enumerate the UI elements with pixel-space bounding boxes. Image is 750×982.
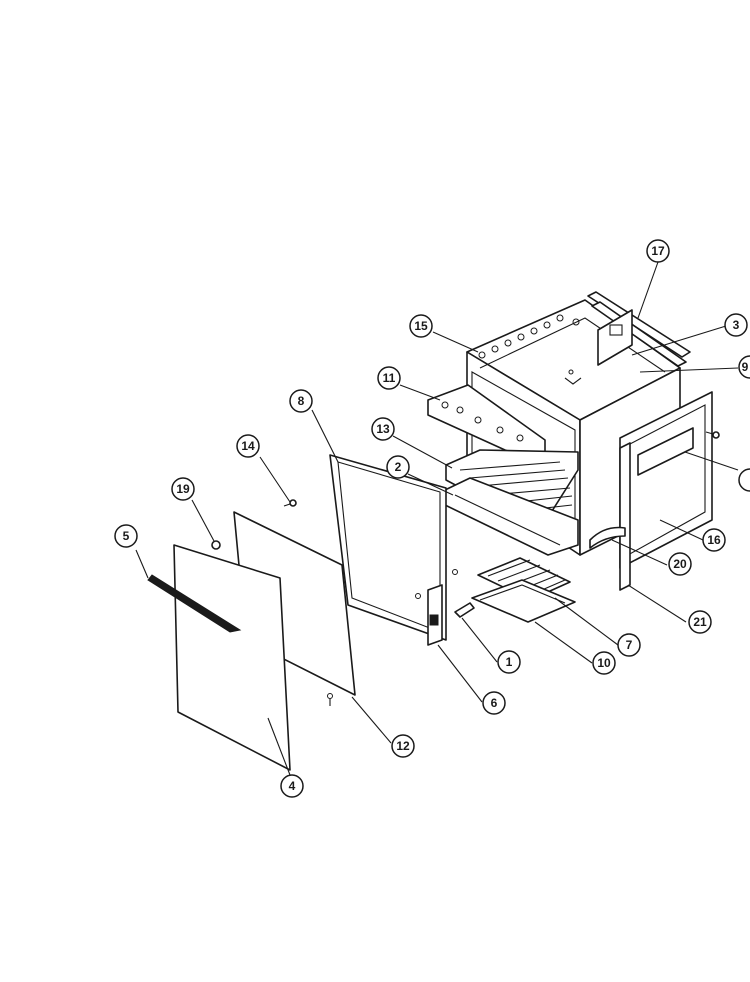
nut-19 <box>211 540 221 550</box>
callout-16: 16 <box>702 528 726 552</box>
svg-text:12: 12 <box>396 739 410 753</box>
screw-side-panel <box>705 431 720 439</box>
svg-text:16: 16 <box>707 533 721 547</box>
vent-bracket <box>597 309 633 366</box>
door-hinge <box>427 584 443 646</box>
callout-21: 21 <box>688 610 712 634</box>
callout-3: 3 <box>724 313 748 337</box>
svg-text:15: 15 <box>414 319 428 333</box>
screw-14 <box>283 499 297 507</box>
svg-text:4: 4 <box>289 779 296 793</box>
svg-text:2: 2 <box>395 460 402 474</box>
callout-9: 9 <box>738 355 750 379</box>
callout-4: 4 <box>280 774 304 798</box>
callout-6: 6 <box>482 691 506 715</box>
trim-strip <box>619 442 631 591</box>
svg-text:5: 5 <box>123 529 130 543</box>
svg-text:3: 3 <box>733 318 740 332</box>
callout-20: 20 <box>668 552 692 576</box>
svg-text:14: 14 <box>241 439 255 453</box>
door-handle <box>147 574 242 633</box>
svg-text:11: 11 <box>383 371 396 385</box>
svg-text:8: 8 <box>298 394 305 408</box>
callout-18-partial <box>738 468 750 492</box>
callout-1: 1 <box>497 650 521 674</box>
svg-text:19: 19 <box>176 482 190 496</box>
svg-text:13: 13 <box>376 422 390 436</box>
callout-8: 8 <box>289 389 313 413</box>
door-inner-panel <box>329 454 458 641</box>
callout-15: 15 <box>409 314 433 338</box>
svg-text:9: 9 <box>742 360 749 374</box>
callout-12: 12 <box>391 734 415 758</box>
callout-2: 2 <box>386 455 410 479</box>
callout-5: 5 <box>114 524 138 548</box>
callout-14: 14 <box>236 434 260 458</box>
top-trim-rail <box>587 291 691 367</box>
callout-13: 13 <box>371 417 395 441</box>
hinge-screw <box>454 602 475 618</box>
svg-text:17: 17 <box>651 244 665 258</box>
hinge-receptacle <box>589 526 626 549</box>
svg-text:21: 21 <box>693 615 707 629</box>
svg-text:1: 1 <box>506 655 513 669</box>
svg-text:20: 20 <box>673 557 687 571</box>
callout-19: 19 <box>171 477 195 501</box>
svg-text:7: 7 <box>626 638 633 652</box>
svg-text:6: 6 <box>491 696 498 710</box>
callout-7: 7 <box>617 633 641 657</box>
svg-text:10: 10 <box>597 656 611 670</box>
leader-lines <box>135 261 739 776</box>
callout-10: 10 <box>592 651 616 675</box>
callout-17: 17 <box>646 239 670 263</box>
outer-door-panel <box>173 544 291 771</box>
side-panel <box>619 391 713 569</box>
callout-11: 11 <box>377 366 401 390</box>
broil-pan <box>471 579 576 623</box>
